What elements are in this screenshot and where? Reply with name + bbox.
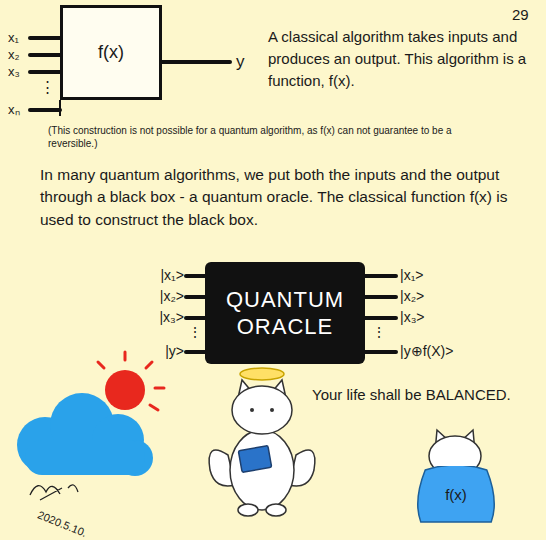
ellipsis: ⋮: [40, 78, 55, 96]
ellipsis: ⋮: [372, 324, 386, 341]
node-text: QUANTUM ORACLE: [220, 286, 350, 341]
ket-label: |x₃>: [159, 309, 184, 326]
body-text: A classical algorithm takes inputs and p…: [268, 26, 530, 91]
output-label: y: [236, 52, 245, 72]
ket-label: |x₂>: [160, 288, 184, 305]
ket-label: |x₂>: [400, 288, 424, 305]
ket-label: |y⊕f(X)>: [400, 343, 453, 360]
ket-label: |x₃>: [400, 309, 425, 326]
input-label: x₃: [8, 64, 20, 80]
oracle-box: QUANTUM ORACLE: [205, 262, 365, 364]
page-number: 29: [512, 6, 529, 24]
input-label: x₁: [8, 30, 19, 46]
ket-label: |x₁>: [160, 267, 184, 284]
ket-label: |x₁>: [400, 267, 424, 284]
speech-text: Your life shall be BALANCED.: [312, 386, 511, 404]
cat-body: f(x): [412, 466, 500, 524]
ket-label: |y>: [165, 343, 184, 360]
footnote: (This construction is not possible for a…: [48, 124, 503, 150]
signature-date: 2020.5.10.: [36, 508, 89, 540]
function-box: f(x): [60, 5, 162, 100]
node-text: f(x): [445, 486, 467, 505]
body-text: In many quantum algorithms, we put both …: [40, 164, 530, 231]
node-text: f(x): [98, 41, 124, 64]
input-label: x₂: [8, 47, 20, 63]
ellipsis: ⋮: [188, 324, 202, 341]
input-label: xₙ: [8, 102, 20, 118]
